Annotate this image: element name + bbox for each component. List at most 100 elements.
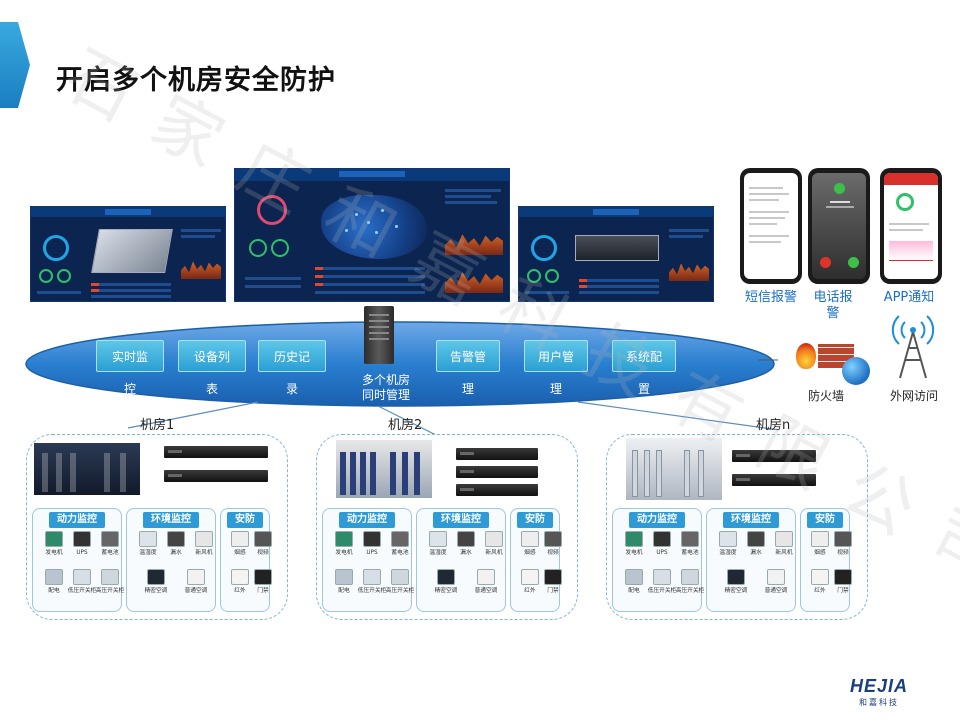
function-system-config[interactable]: 系统配置 [612, 340, 676, 396]
room-1-photo [34, 443, 140, 495]
gateway-device [456, 466, 538, 478]
device-item: 高压开关柜 [95, 569, 125, 594]
device-label: 红外 [814, 587, 826, 594]
device-label: 普通空调 [184, 587, 208, 594]
device-item: 视频 [248, 531, 278, 556]
device-icon [73, 569, 91, 585]
device-icon [45, 569, 63, 585]
group-title: 动力监控 [339, 512, 395, 528]
device-label: 低压开关柜 [647, 587, 677, 594]
device-icon [625, 569, 643, 585]
device-icon [485, 531, 503, 547]
device-label: 普通空调 [764, 587, 788, 594]
call-alarm-label-line1: 电话报 [813, 290, 853, 305]
gateway-device [456, 484, 538, 496]
device-label: 温湿度 [139, 549, 157, 556]
device-icon [231, 569, 249, 585]
device-icon [363, 569, 381, 585]
device-item: 红外 [805, 569, 835, 594]
device-label: 漏水 [170, 549, 182, 556]
device-icon [544, 531, 562, 547]
gateway-device [732, 450, 816, 462]
globe-icon [842, 357, 870, 385]
device-item: 蓄电池 [95, 531, 125, 556]
function-realtime-monitor[interactable]: 实时监控 [96, 340, 164, 396]
device-icon [834, 569, 852, 585]
device-icon [681, 569, 699, 585]
device-icon [811, 531, 829, 547]
sms-phone-icon [740, 168, 802, 284]
room-1-label: 机房1 [140, 418, 175, 433]
device-item: 发电机 [39, 531, 69, 556]
device-icon [335, 531, 353, 547]
device-label: 漏水 [460, 549, 472, 556]
device-item: 配电 [39, 569, 69, 594]
device-item: UPS [647, 531, 677, 556]
call-alarm-label-line2: 警 [826, 306, 840, 321]
device-item: 新风机 [189, 531, 219, 556]
device-icon [834, 531, 852, 547]
center-label-line1: 多个机房 [361, 373, 410, 387]
device-icon [521, 569, 539, 585]
device-item: 新风机 [479, 531, 509, 556]
device-icon [195, 531, 213, 547]
device-item: 配电 [329, 569, 359, 594]
device-label: 烟感 [234, 549, 246, 556]
device-icon [477, 569, 495, 585]
device-icon [231, 531, 249, 547]
device-label: 视频 [837, 549, 849, 556]
device-icon [167, 531, 185, 547]
device-icon [45, 531, 63, 547]
device-item: 新风机 [769, 531, 799, 556]
device-item: 漏水 [741, 531, 771, 556]
device-icon [747, 531, 765, 547]
group-title: 安防 [227, 512, 263, 528]
logo-subtitle: 和嘉科技 [859, 698, 899, 707]
company-logo: HEJIA 和嘉科技 [850, 676, 908, 708]
device-label: 新风机 [485, 549, 503, 556]
device-label: UPS [656, 549, 668, 556]
device-item: 门禁 [248, 569, 278, 594]
device-icon [101, 569, 119, 585]
dashboard-screenshot-2 [234, 168, 510, 302]
center-label-line2: 同时管理 [361, 388, 410, 402]
room-n-label: 机房n [756, 418, 791, 433]
device-icon [335, 569, 353, 585]
device-icon [719, 531, 737, 547]
device-label: 配电 [48, 587, 60, 594]
device-label: 高压开关柜 [95, 587, 125, 594]
function-alarm-management[interactable]: 告警管理 [436, 340, 500, 396]
device-item: 烟感 [805, 531, 835, 556]
call-alarm-label: 电话报 警 [806, 290, 860, 322]
device-label: 红外 [524, 587, 536, 594]
function-user-management[interactable]: 用户管理 [524, 340, 588, 396]
firewall-label: 防火墙 [808, 389, 845, 403]
device-item: 低压开关柜 [357, 569, 387, 594]
device-item: 低压开关柜 [67, 569, 97, 594]
device-item: UPS [357, 531, 387, 556]
gateway-device [164, 470, 268, 482]
device-icon [391, 569, 409, 585]
device-label: 精密空调 [144, 587, 168, 594]
device-item: 精密空调 [141, 569, 171, 594]
device-item: 温湿度 [713, 531, 743, 556]
device-label: 视频 [547, 549, 559, 556]
sms-alarm-label: 短信报警 [744, 290, 797, 305]
device-icon [625, 531, 643, 547]
device-item: 温湿度 [423, 531, 453, 556]
function-history[interactable]: 历史记录 [258, 340, 326, 396]
device-item: 视频 [828, 531, 858, 556]
device-icon [767, 569, 785, 585]
device-icon [139, 531, 157, 547]
group-env: 环境监控温湿度漏水新风机精密空调普通空调 [416, 508, 506, 612]
function-device-list[interactable]: 设备列表 [178, 340, 246, 396]
group-env: 环境监控温湿度漏水新风机精密空调普通空调 [126, 508, 216, 612]
device-label: 蓄电池 [101, 549, 119, 556]
device-label: 门禁 [547, 587, 559, 594]
device-label: 门禁 [257, 587, 269, 594]
device-label: 配电 [338, 587, 350, 594]
antenna-tower-icon [891, 315, 935, 379]
